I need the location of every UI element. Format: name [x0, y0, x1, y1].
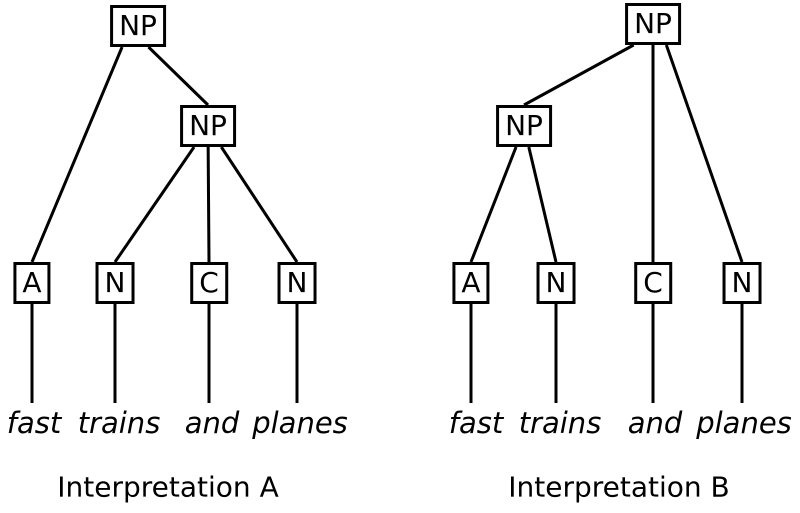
- node-box-np-inner: NP: [180, 105, 236, 147]
- terminal-word-n2: planes: [696, 406, 792, 441]
- terminal-word-n1: trains: [77, 406, 161, 441]
- tree-edge: [523, 43, 635, 107]
- terminal-word-c: and: [184, 406, 240, 441]
- node-box-c: C: [190, 262, 228, 304]
- caption-interpretation-b: Interpretation B: [508, 470, 730, 504]
- tree-edge: [527, 146, 558, 263]
- tree-edge: [206, 146, 211, 263]
- node-box-n2: N: [722, 262, 762, 304]
- node-box-np-root: NP: [625, 3, 681, 45]
- terminal-word-a: fast: [448, 406, 504, 441]
- node-box-np-inner: NP: [496, 105, 552, 147]
- tree-edge: [147, 45, 210, 107]
- node-box-c: C: [634, 262, 672, 304]
- terminal-word-a: fast: [6, 406, 62, 441]
- node-box-n1: N: [95, 262, 135, 304]
- tree-edge: [113, 146, 196, 263]
- node-box-n1: N: [536, 262, 576, 304]
- node-box-n2: N: [277, 262, 317, 304]
- node-box-np-root: NP: [110, 5, 166, 47]
- terminal-word-c: and: [627, 406, 683, 441]
- node-box-a: A: [13, 262, 51, 304]
- tree-edge: [664, 44, 744, 263]
- caption-interpretation-a: Interpretation A: [57, 470, 279, 504]
- tree-edge: [469, 146, 518, 263]
- terminal-word-n1: trains: [518, 406, 602, 441]
- terminal-word-n2: planes: [252, 406, 348, 441]
- tree-edge: [30, 46, 124, 263]
- node-box-a: A: [452, 262, 490, 304]
- tree-edge: [220, 146, 299, 263]
